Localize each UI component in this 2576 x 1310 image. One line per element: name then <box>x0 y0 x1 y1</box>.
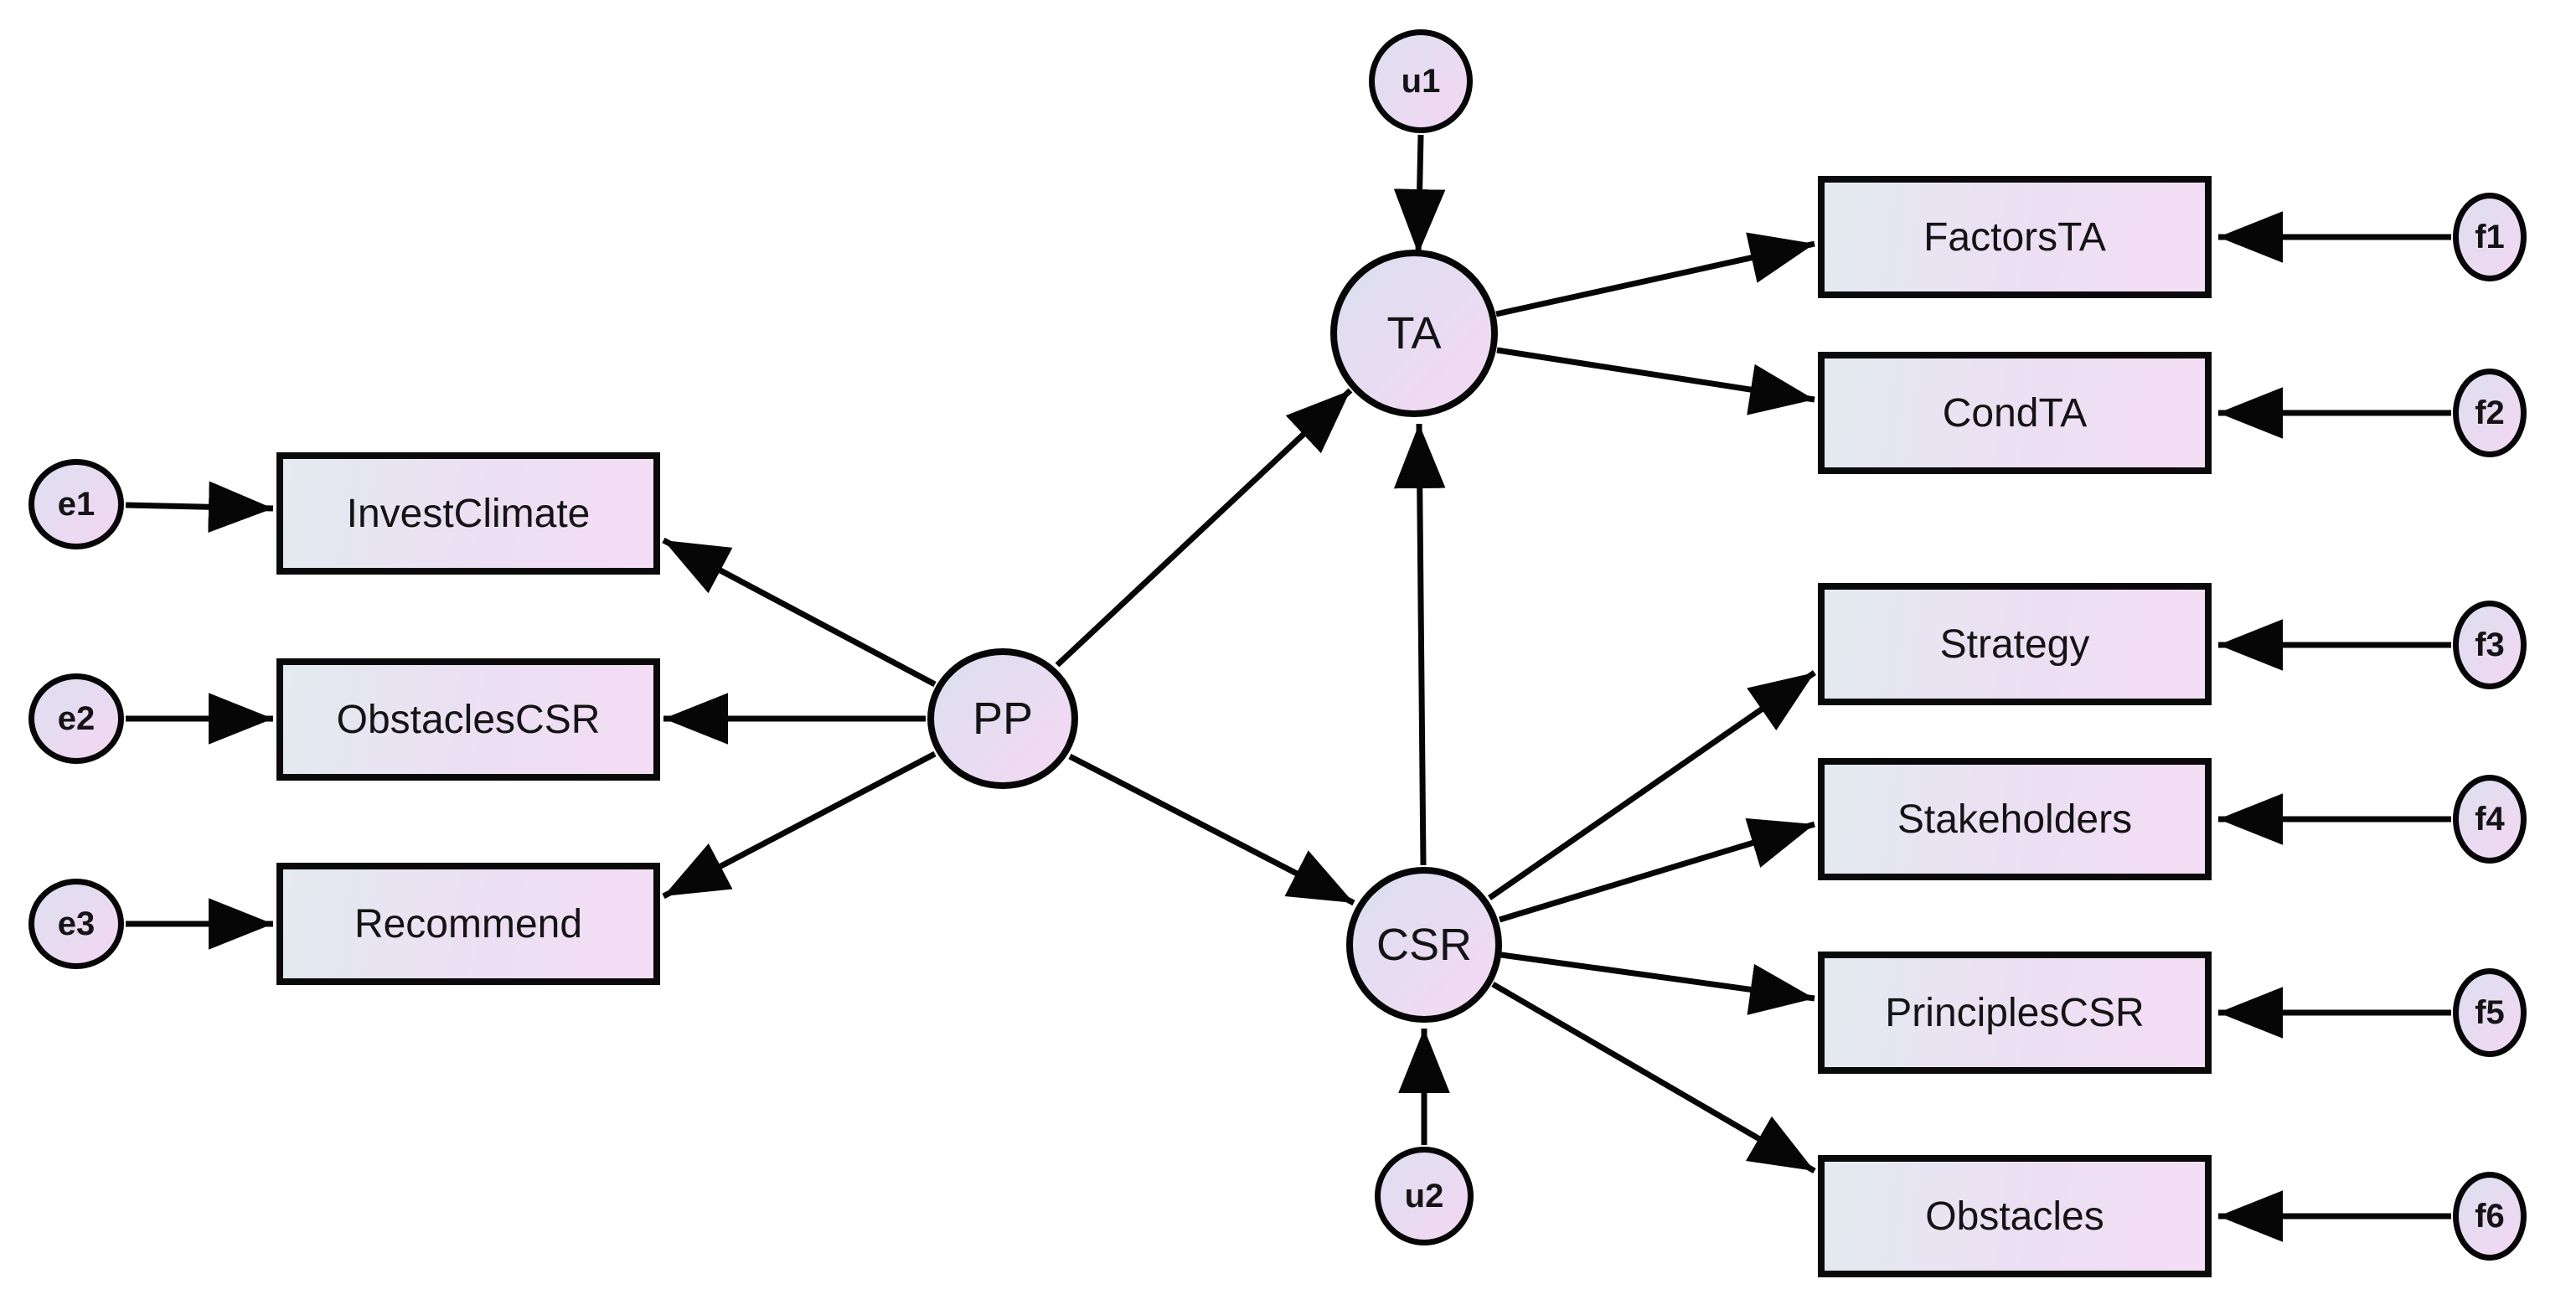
error-u2-circle: u2 <box>1375 1147 1474 1246</box>
error-e1-circle: e1 <box>28 459 124 549</box>
latent-pp-label: PP <box>972 694 1034 744</box>
path-pp-to-recommend <box>662 750 937 900</box>
error-u1-circle: u1 <box>1369 29 1473 133</box>
indicator-stakeholders-label: Stakeholders <box>1897 797 2133 842</box>
error-f2-circle: f2 <box>2453 369 2527 457</box>
indicator-factorsta-box: FactorsTA <box>1818 176 2212 298</box>
latent-csr-circle: CSR <box>1346 867 1502 1023</box>
indicator-investclimate-label: InvestClimate <box>346 491 591 536</box>
error-u1-label: u1 <box>1401 62 1441 100</box>
path-csr-to-stakeholders <box>1498 817 1816 923</box>
error-f3-circle: f3 <box>2453 601 2527 689</box>
error-f2-label: f2 <box>2475 394 2505 431</box>
path-csr-to-principlescsr <box>1500 952 1815 1015</box>
error-e2-label: e2 <box>57 699 96 737</box>
indicator-stakeholders-box: Stakeholders <box>1818 758 2212 880</box>
indicator-obstacles-box: Obstacles <box>1818 1155 2212 1277</box>
error-e3-label: e3 <box>57 905 96 942</box>
latent-ta-circle: TA <box>1330 250 1498 417</box>
indicator-principlescsr-label: PrinciplesCSR <box>1885 990 2145 1035</box>
error-f1-label: f1 <box>2475 218 2505 255</box>
indicator-factorsta-label: FactorsTA <box>1923 214 2106 260</box>
latent-csr-label: CSR <box>1376 920 1472 970</box>
indicator-condta-box: CondTA <box>1818 352 2212 474</box>
latent-pp-circle: PP <box>927 648 1078 789</box>
error-f3-label: f3 <box>2475 626 2505 663</box>
error-f1-circle: f1 <box>2453 193 2527 281</box>
path-pp-to-ta <box>1055 388 1353 668</box>
path-pp-to-investclimate <box>662 537 937 688</box>
indicator-principlescsr-box: PrinciplesCSR <box>1818 952 2212 1074</box>
error-e2-circle: e2 <box>28 673 124 764</box>
error-f6-label: f6 <box>2475 1197 2505 1235</box>
path-u1-to-ta <box>1393 134 1446 255</box>
indicator-recommend-label: Recommend <box>354 901 583 946</box>
path-e1-to-investclimate <box>125 481 274 534</box>
indicator-obstaclescsr-label: ObstaclesCSR <box>336 697 601 742</box>
error-u2-label: u2 <box>1404 1177 1444 1215</box>
error-e1-label: e1 <box>57 485 96 523</box>
indicator-investclimate-box: InvestClimate <box>276 452 660 575</box>
error-f4-label: f4 <box>2475 800 2505 838</box>
latent-ta-label: TA <box>1386 308 1442 358</box>
indicator-recommend-box: Recommend <box>276 863 660 985</box>
path-csr-to-obstacles <box>1491 981 1816 1174</box>
error-f6-circle: f6 <box>2453 1172 2527 1261</box>
indicator-strategy-label: Strategy <box>1939 621 2090 667</box>
path-csr-to-strategy <box>1488 670 1816 900</box>
indicator-condta-label: CondTA <box>1942 390 2088 436</box>
error-f5-label: f5 <box>2475 993 2505 1031</box>
error-f4-circle: f4 <box>2453 775 2527 864</box>
error-f5-circle: f5 <box>2453 968 2527 1057</box>
error-e3-circle: e3 <box>28 879 124 969</box>
path-ta-to-factorsta <box>1495 232 1815 317</box>
path-csr-to-ta <box>1393 423 1446 866</box>
path-pp-to-csr <box>1068 753 1355 906</box>
indicator-obstaclescsr-box: ObstaclesCSR <box>276 658 660 781</box>
indicator-obstacles-label: Obstacles <box>1925 1194 2104 1239</box>
indicator-strategy-box: Strategy <box>1818 583 2212 705</box>
path-ta-to-condta <box>1496 347 1815 415</box>
